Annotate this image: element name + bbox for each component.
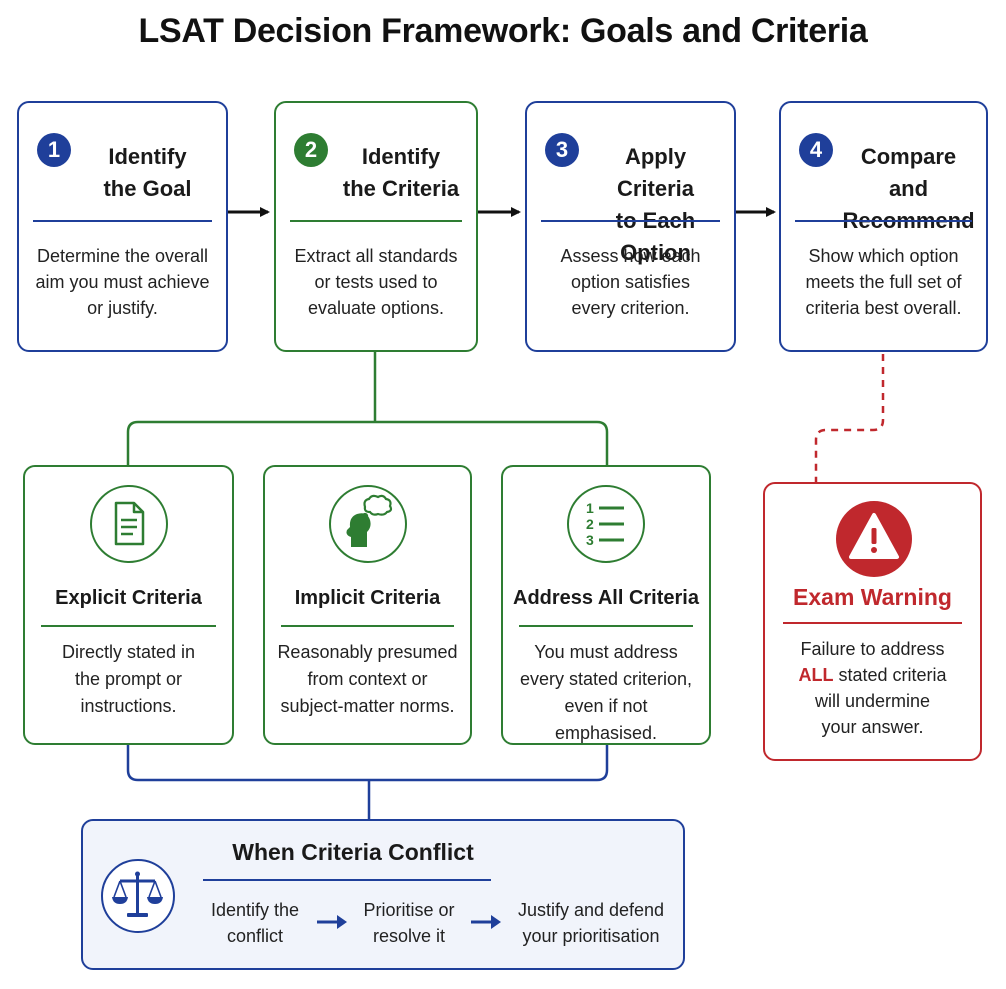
address-all-criteria-description: You must address every stated criterion,… bbox=[519, 642, 693, 743]
scales-icon bbox=[101, 859, 175, 933]
document-icon bbox=[89, 485, 168, 563]
criteria-conflict-box: When Criteria Conflict Identify the conf… bbox=[81, 819, 685, 970]
red-dashed-connector bbox=[814, 354, 885, 482]
warning-icon bbox=[836, 501, 912, 577]
thinking-head-icon bbox=[328, 485, 407, 563]
warning-line-3: will undermine bbox=[814, 691, 931, 711]
step-2-title: Identify the Criteria bbox=[342, 144, 460, 201]
explicit-criteria-title: Explicit Criteria bbox=[55, 587, 202, 609]
step-4-description: Show which option meets the full set of … bbox=[805, 246, 962, 318]
arrow-right-icon bbox=[471, 915, 501, 929]
exam-warning-divider bbox=[783, 622, 962, 624]
step-4-number: 4 bbox=[799, 133, 833, 167]
warning-emphasis: ALL bbox=[798, 665, 834, 685]
numbered-list-icon: 1 2 3 bbox=[567, 485, 645, 563]
arrow-right-icon bbox=[317, 915, 347, 929]
page-title: LSAT Decision Framework: Goals and Crite… bbox=[138, 12, 868, 50]
step-4-title: Compare and Recommend bbox=[842, 144, 975, 233]
implicit-criteria-divider bbox=[281, 625, 454, 627]
exam-warning-title: Exam Warning bbox=[793, 584, 952, 610]
step-2-number: 2 bbox=[294, 133, 328, 167]
step-1-number: 1 bbox=[37, 133, 71, 167]
step-2-description: Extract all standards or tests used to e… bbox=[294, 246, 458, 318]
explicit-criteria-box: Explicit Criteria Directly stated in the… bbox=[23, 465, 234, 745]
list-number-3: 3 bbox=[586, 532, 594, 548]
list-number-2: 2 bbox=[586, 516, 594, 532]
step-3-number: 3 bbox=[545, 133, 579, 167]
address-all-criteria-box: 1 2 3 Address All Criteria You must addr… bbox=[501, 465, 711, 745]
exam-warning-box: Exam Warning Failure to address ALL stat… bbox=[763, 482, 982, 761]
step-3-description: Assess how each option satisfies every c… bbox=[560, 246, 701, 318]
criteria-conflict-title: When Criteria Conflict bbox=[232, 839, 474, 865]
criteria-conflict-divider bbox=[203, 879, 491, 881]
step-1-divider bbox=[33, 220, 212, 222]
step-1-description: Determine the overall aim you must achie… bbox=[35, 246, 210, 318]
list-number-1: 1 bbox=[586, 500, 594, 516]
step-1-title: Identify the Goal bbox=[103, 144, 192, 201]
conflict-step-identify: Identify the conflict bbox=[210, 900, 300, 946]
warning-line-2: ALL stated criteria bbox=[773, 662, 972, 688]
green-branch-connector bbox=[126, 352, 609, 466]
blue-merge-connector bbox=[126, 745, 609, 820]
step-4-divider bbox=[795, 220, 972, 222]
implicit-criteria-description: Reasonably presumed from context or subj… bbox=[277, 642, 458, 716]
warning-line-4: your answer. bbox=[821, 717, 924, 737]
implicit-criteria-box: Implicit Criteria Reasonably presumed fr… bbox=[263, 465, 472, 745]
implicit-criteria-title: Implicit Criteria bbox=[294, 587, 441, 609]
warning-line-2-text: stated criteria bbox=[833, 665, 947, 685]
step-3-divider bbox=[541, 220, 720, 222]
explicit-criteria-description: Directly stated in the prompt or instruc… bbox=[61, 642, 196, 716]
address-all-criteria-title: Address All Criteria bbox=[513, 587, 699, 609]
exam-warning-description: Failure to address ALL stated criteria w… bbox=[773, 636, 972, 740]
address-all-criteria-divider bbox=[519, 625, 693, 627]
warning-line-1: Failure to address bbox=[800, 639, 945, 659]
conflict-step-justify: Justify and defend your prioritisation bbox=[517, 900, 665, 946]
conflict-step-prioritise: Prioritise or resolve it bbox=[363, 900, 455, 946]
step-4-box: 4 Compare and Recommend Show which optio… bbox=[779, 101, 988, 352]
step-3-box: 3 Apply Criteria to Each Option Assess h… bbox=[525, 101, 736, 352]
step-2-box: 2 Identify the Criteria Extract all stan… bbox=[274, 101, 478, 352]
step-1-box: 1 Identify the Goal Determine the overal… bbox=[17, 101, 228, 352]
explicit-criteria-divider bbox=[41, 625, 216, 627]
step-2-divider bbox=[290, 220, 462, 222]
